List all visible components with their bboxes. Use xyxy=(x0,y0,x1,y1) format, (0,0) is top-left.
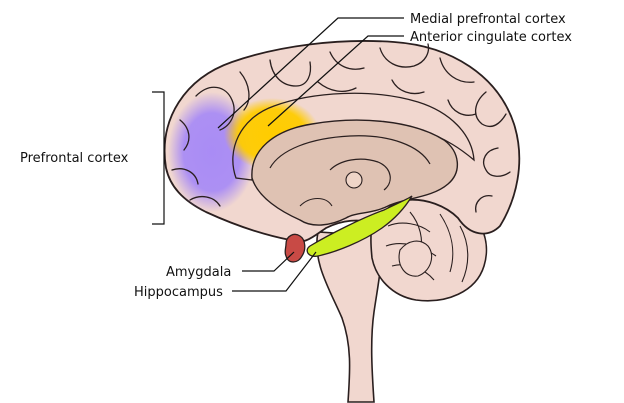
leader-hippocampus xyxy=(232,251,317,292)
leader-anterior-cingulate xyxy=(267,35,404,127)
hippocampus-shape xyxy=(306,195,413,257)
brainstem xyxy=(316,231,383,403)
gyri xyxy=(171,43,511,213)
label-anterior-cingulate: Anterior cingulate cortex xyxy=(410,30,572,45)
label-hippocampus: Hippocampus xyxy=(134,285,223,300)
leader-amygdala xyxy=(242,251,295,272)
leader-medial-prefrontal xyxy=(217,17,404,129)
label-prefrontal-cortex: Prefrontal cortex xyxy=(20,151,129,166)
label-amygdala: Amygdala xyxy=(166,265,231,280)
leader-lines xyxy=(152,17,404,292)
label-medial-prefrontal: Medial prefrontal cortex xyxy=(410,12,566,27)
bracket-prefrontal xyxy=(152,91,165,225)
